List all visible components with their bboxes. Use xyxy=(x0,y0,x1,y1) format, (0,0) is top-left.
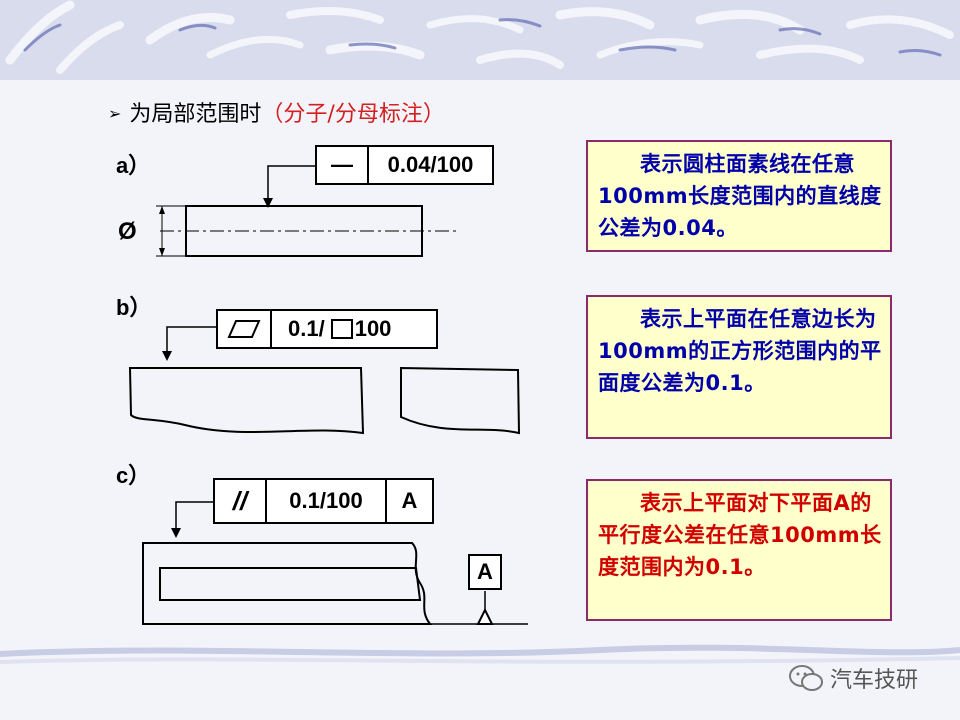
case-a-feature-control-frame: — 0.04/100 xyxy=(315,145,494,185)
diameter-symbol: Ø xyxy=(118,218,137,245)
case-c-tolerance: 0.1/100 xyxy=(265,480,385,522)
case-c-datum-reference: A xyxy=(385,480,432,522)
heading-highlight: （分子/分母标注） xyxy=(261,102,445,127)
case-b-note: 表示上平面在任意边长为100mm的正方形范围内的平面度公差为0.1。 xyxy=(586,295,892,439)
straightness-icon: — xyxy=(331,152,353,177)
case-c-label: c） xyxy=(116,463,151,488)
parallelism-icon: // xyxy=(232,485,248,516)
case-b-drawing xyxy=(128,326,521,435)
case-a-drawing xyxy=(156,165,458,257)
watermark-text: 汽车技研 xyxy=(830,668,919,693)
decorative-top-band xyxy=(0,0,960,80)
case-b-tolerance: 0.1/100 xyxy=(270,311,436,347)
heading-text: 为局部范围时 xyxy=(129,102,262,127)
datum-label-box: A xyxy=(468,554,502,590)
square-icon xyxy=(330,319,353,339)
watermark: 汽车技研 xyxy=(788,662,918,694)
section-heading: ➢ 为局部范围时（分子/分母标注） xyxy=(108,96,445,128)
case-c-feature-control-frame: // 0.1/100 A xyxy=(213,478,434,524)
case-a-label: a） xyxy=(116,153,151,178)
case-b-tolerance-suffix: 100 xyxy=(354,316,392,341)
bullet-arrow-icon: ➢ xyxy=(108,104,122,123)
case-b-feature-control-frame: 0.1/100 xyxy=(216,309,438,349)
case-c-note: 表示上平面对下平面A的平行度公差在任意100mm长度范围内为0.1。 xyxy=(586,479,892,621)
case-a-note: 表示圆柱面素线在任意100mm长度范围内的直线度公差为0.04。 xyxy=(586,140,892,252)
case-b-label: b） xyxy=(116,295,152,320)
flatness-icon xyxy=(218,311,270,347)
case-b-tolerance-prefix: 0.1/ xyxy=(288,316,325,341)
decorative-bottom-band xyxy=(0,644,960,664)
case-a-tolerance: 0.04/100 xyxy=(367,147,492,183)
wechat-icon xyxy=(789,665,823,691)
case-c-drawing xyxy=(142,501,528,625)
